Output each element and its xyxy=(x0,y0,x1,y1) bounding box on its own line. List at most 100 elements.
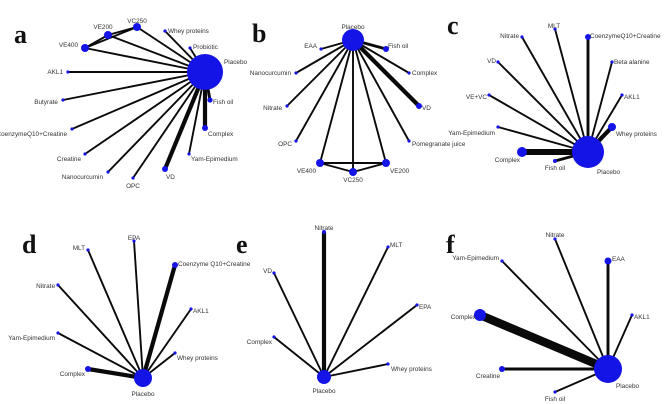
node-label-placebo: Placebo xyxy=(597,169,621,176)
node-label-probiotic: Probiotic xyxy=(193,44,219,51)
nodes xyxy=(487,27,624,168)
node-fish-oil xyxy=(383,46,389,52)
node-label-ve200: VE200 xyxy=(93,24,113,31)
node-placebo xyxy=(594,355,622,383)
node-label-complex: Complex xyxy=(60,371,86,378)
node-nitrate xyxy=(56,283,60,287)
edge-placebo-coenzyme-q10-creatine xyxy=(140,264,178,379)
node-nanocurcumin xyxy=(294,71,298,75)
node-label-vd: VD xyxy=(263,268,272,275)
node-whey-proteins xyxy=(173,351,177,355)
edge-placebo-yam-epimedium xyxy=(501,260,609,370)
nodes xyxy=(272,230,419,384)
node-placebo xyxy=(572,136,604,168)
node-mlt xyxy=(386,245,390,249)
panel-letter: c xyxy=(447,11,459,40)
node-label-akl1: AKL1 xyxy=(193,308,209,315)
node-label-complex: Complex xyxy=(208,131,234,138)
node-creatine xyxy=(83,152,87,156)
node-opc xyxy=(131,176,135,180)
node-label-pomegranate-juice: Pomegranate juice xyxy=(412,141,466,148)
panel-letter: b xyxy=(252,19,266,48)
node-akl1 xyxy=(630,313,634,317)
node-yam-epimedium xyxy=(500,259,504,263)
node-fish-oil xyxy=(553,159,557,163)
node-vd xyxy=(272,271,276,275)
node-label-eaa: EAA xyxy=(612,256,626,263)
edges xyxy=(488,28,623,163)
edge-placebo-nitrate xyxy=(286,39,354,107)
node-opc xyxy=(294,139,298,143)
edge-placebo-complex xyxy=(478,311,610,373)
node-label-yam-epimedium: Yam-Epimedium xyxy=(8,335,55,342)
node-complex xyxy=(202,125,208,131)
node-label-whey-proteins: Whey proteins xyxy=(177,355,218,362)
panel-letter: a xyxy=(14,20,27,49)
node-label-fish-oil: Fish oil xyxy=(213,99,233,106)
node-label-nitrate: Nitrate xyxy=(263,105,282,112)
panel-c: PlaceboNitrateMLTCoenzymeQ10+CreatineBet… xyxy=(447,11,661,176)
node-label-creatine: Creatine xyxy=(57,156,82,163)
node-yam-epimedium xyxy=(496,125,500,129)
node-placebo xyxy=(134,369,152,387)
edge-placebo-epa xyxy=(323,304,418,378)
node-label-nanocurcumin: Nanocurcumin xyxy=(62,174,104,181)
node-label-butyrate: Butyrate xyxy=(34,99,58,106)
edge-placebo-mlt xyxy=(87,249,144,379)
node-label-placebo: Placebo xyxy=(616,383,640,390)
node-akl1 xyxy=(66,70,70,74)
node-complex xyxy=(272,335,276,339)
node-label-opc: OPC xyxy=(126,183,140,190)
node-coenzymeq10-creatine xyxy=(585,34,591,40)
node-label-coenzymeq10-creatine: CoenzymeQ10+Creatine xyxy=(590,33,661,40)
node-label-vd: VD xyxy=(487,58,496,65)
node-coenzyme-q10-creatine xyxy=(172,262,178,268)
nodes xyxy=(474,237,634,394)
node-complex xyxy=(407,71,411,75)
node-label-fish-oil: Fish oil xyxy=(388,43,408,50)
node-label-placebo: Placebo xyxy=(312,388,336,395)
edge-placebo-opc xyxy=(132,71,206,179)
node-eaa xyxy=(319,47,323,51)
node-label-whey-proteins: Whey proteins xyxy=(168,28,209,35)
edge-placebo-ve400 xyxy=(319,39,354,164)
node-creatine xyxy=(499,366,505,372)
node-butyrate xyxy=(61,98,65,102)
edge-placebo-nitrate xyxy=(554,238,609,370)
node-label-yam-epimedium: Yam-Epimedium xyxy=(452,255,499,262)
edge-placebo-complex xyxy=(87,366,144,381)
nodes xyxy=(56,239,193,387)
node-placebo xyxy=(342,29,364,51)
node-label-complex: Complex xyxy=(247,339,273,346)
panel-letter: e xyxy=(236,230,248,259)
node-label-nitrate: Nitrate xyxy=(315,225,334,232)
node-nitrate xyxy=(553,237,557,241)
node-label-fish-oil: Fish oil xyxy=(545,165,565,172)
node-vd xyxy=(496,60,500,64)
node-complex xyxy=(517,147,527,157)
edge-placebo-vd xyxy=(351,38,421,108)
edge-placebo-creatine xyxy=(84,71,206,155)
edge-placebo-vd xyxy=(497,61,589,153)
node-label-nanocurcumin: Nanocurcumin xyxy=(250,70,292,77)
node-akl1 xyxy=(620,93,624,97)
edge-placebo-akl1 xyxy=(142,308,192,379)
node-label-nitrate: Nitrate xyxy=(36,283,55,290)
node-label-akl1: AKL1 xyxy=(624,94,640,101)
node-whey-proteins xyxy=(386,362,390,366)
edges xyxy=(57,240,192,381)
node-placebo xyxy=(317,370,331,384)
node-label-opc: OPC xyxy=(278,141,292,148)
node-akl1 xyxy=(189,307,193,311)
node-label-fish-oil: Fish oil xyxy=(545,396,565,403)
node-label-akl1: AKL1 xyxy=(634,314,650,321)
node-label-mlt: MLT xyxy=(390,242,402,249)
node-complex xyxy=(474,309,486,321)
node-label-epa: EPA xyxy=(419,304,432,311)
